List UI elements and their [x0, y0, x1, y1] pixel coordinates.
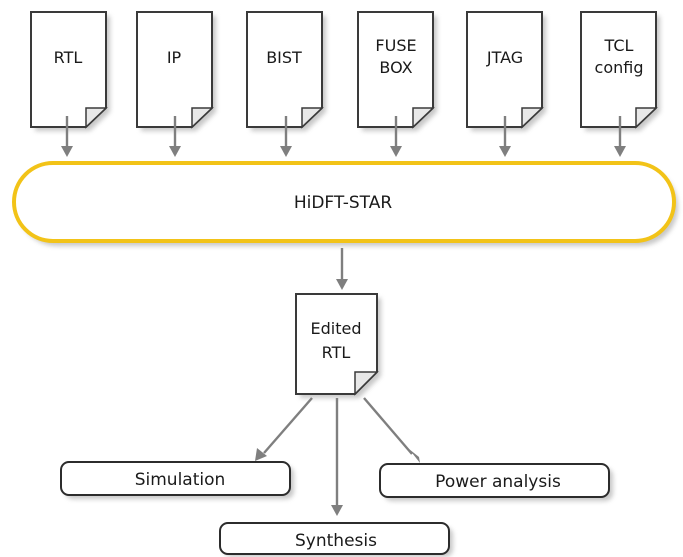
synthesis-label: Synthesis: [295, 531, 377, 551]
arrow-to-synthesis: [331, 398, 343, 516]
doc-tcl-label-line2: config: [595, 58, 644, 77]
power-analysis-box: Power analysis: [379, 463, 613, 501]
doc-fusebox-label-line1: FUSE: [375, 36, 416, 55]
edited-rtl-label-line2: RTL: [322, 343, 351, 362]
simulation-box: Simulation: [60, 461, 294, 499]
doc-bist: BIST: [246, 11, 326, 131]
arrow-to-power: [363, 397, 420, 463]
power-analysis-label: Power analysis: [435, 472, 561, 492]
arrow-bist: [280, 116, 292, 157]
arrow-tcl: [614, 116, 626, 157]
doc-bist-label: BIST: [266, 48, 302, 67]
input-arrows: [61, 116, 626, 157]
hidft-star-label: HiDFT-STAR: [294, 193, 393, 213]
hidft-star-box: HiDFT-STAR: [12, 161, 678, 246]
doc-rtl: RTL: [30, 11, 110, 131]
arrow-star-to-edited: [336, 248, 348, 290]
simulation-label: Simulation: [135, 470, 226, 490]
doc-fusebox: FUSE BOX: [357, 11, 437, 131]
doc-ip: IP: [136, 11, 216, 131]
edited-rtl-label-line1: Edited: [311, 319, 362, 338]
doc-tcl-config: TCL config: [580, 11, 660, 131]
synthesis-box: Synthesis: [219, 522, 453, 557]
arrow-rtl: [61, 116, 73, 157]
arrow-to-simulation: [255, 397, 313, 461]
doc-ip-label: IP: [167, 48, 182, 67]
doc-fusebox-label-line2: BOX: [379, 58, 412, 77]
doc-jtag-label: JTAG: [486, 48, 523, 67]
arrow-jtag: [499, 116, 511, 157]
doc-jtag: JTAG: [466, 11, 546, 131]
doc-edited-rtl: Edited RTL: [295, 293, 381, 398]
doc-tcl-label-line1: TCL: [604, 36, 634, 55]
arrow-fusebox: [390, 116, 402, 157]
doc-rtl-label: RTL: [54, 48, 83, 67]
arrow-ip: [169, 116, 181, 157]
